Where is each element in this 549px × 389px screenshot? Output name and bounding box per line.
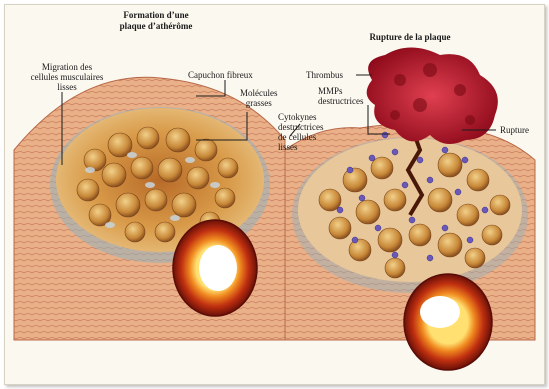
right-vessel-cross-section <box>404 274 492 370</box>
label-rupture: Rupture <box>500 125 529 135</box>
label-capuchon: Capuchon fibreux <box>188 70 253 80</box>
left-panel-title: Formation d’une plaque d’athérôme <box>96 10 216 32</box>
label-thrombus: Thrombus <box>306 70 343 80</box>
label-molecules: Molécules grasses <box>240 88 278 108</box>
label-mmps: MMPs destructrices <box>318 86 363 106</box>
label-cytokynes: Cytokynes destructrices de cellules liss… <box>278 112 323 152</box>
label-migration: Migration des cellules musculaires lisse… <box>22 62 112 92</box>
right-panel-title: Rupture de la plaque <box>350 32 470 43</box>
left-vessel-cross-section <box>173 220 257 316</box>
